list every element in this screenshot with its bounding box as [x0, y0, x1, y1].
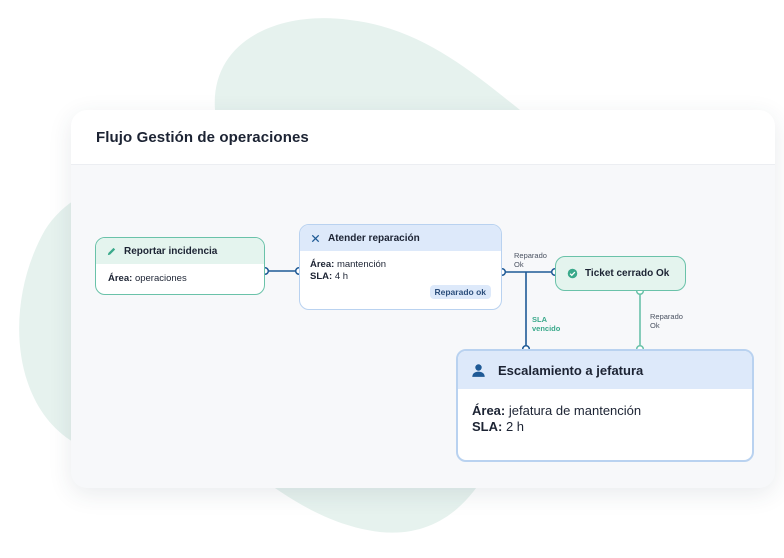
area-value: mantención: [336, 259, 387, 270]
node-title: Atender reparación: [328, 232, 420, 244]
sla-row: SLA: 4 h: [310, 271, 501, 283]
sla-row: SLA: 2 h: [472, 419, 752, 435]
node-title: Reportar incidencia: [124, 245, 218, 257]
area-value: jefatura de mantención: [508, 403, 642, 418]
user-icon: [472, 363, 485, 377]
sla-label: SLA:: [472, 419, 503, 434]
node-body: Área: operaciones: [96, 264, 264, 284]
node-reportar-incidencia[interactable]: Reportar incidencia Área: operaciones: [95, 237, 265, 295]
node-title: Escalamiento a jefatura: [498, 362, 644, 378]
area-row: Área: mantención: [310, 259, 501, 271]
node-title: Ticket cerrado Ok: [585, 268, 670, 279]
flow-title: Flujo Gestión de operaciones: [96, 129, 309, 146]
node-atender-reparacion[interactable]: Atender reparación Área: mantención SLA:…: [299, 224, 502, 310]
check-circle-icon: [567, 268, 578, 279]
node-body: Área: mantención SLA: 4 h: [300, 251, 501, 282]
tools-icon: [311, 234, 320, 242]
edge-label-sla-vencido: SLA vencido: [532, 315, 561, 333]
sla-label: SLA:: [310, 270, 333, 282]
card-header: Flujo Gestión de operaciones: [71, 110, 775, 165]
node-header: Escalamiento a jefatura: [458, 351, 752, 389]
node-header: Reportar incidencia: [96, 238, 264, 264]
edge-label-ticket-escalamiento: Reparado Ok: [650, 312, 683, 330]
node-ticket-cerrado[interactable]: Ticket cerrado Ok: [555, 256, 686, 291]
sla-value: 2 h: [505, 419, 525, 434]
edge-label-atender-ticket: Reparado Ok: [514, 251, 547, 269]
pencil-icon: [107, 247, 116, 255]
node-body: Área: jefatura de mantención SLA: 2 h: [458, 389, 752, 435]
area-label: Área:: [108, 273, 133, 284]
sla-value: 4 h: [334, 270, 349, 282]
area-label: Área:: [472, 403, 506, 418]
node-header: Ticket cerrado Ok: [556, 257, 685, 290]
area-value: operaciones: [134, 273, 187, 284]
status-badge: Reparado ok: [429, 285, 491, 299]
node-escalamiento-jefatura[interactable]: Escalamiento a jefatura Área: jefatura d…: [456, 349, 754, 462]
node-header: Atender reparación: [300, 225, 501, 251]
area-label: Área:: [310, 259, 335, 270]
area-row: Área: jefatura de mantención: [472, 403, 752, 419]
